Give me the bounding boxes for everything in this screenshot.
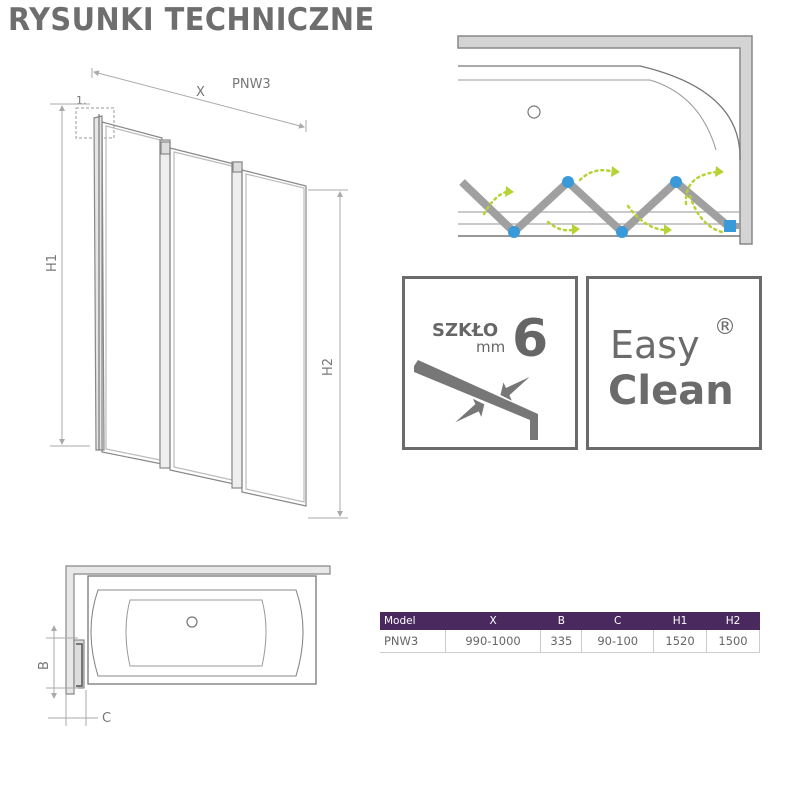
glass-word: SZKŁO — [432, 320, 498, 341]
cell-model: PNW3 — [380, 630, 446, 653]
cell-h2: 1500 — [706, 630, 760, 653]
col-header-c: C — [581, 612, 654, 630]
col-header-h2: H2 — [706, 612, 760, 630]
table-row: PNW3 990-1000 335 90-100 1520 1500 — [380, 630, 760, 653]
spec-table-header: Model X B C H1 H2 — [380, 612, 760, 630]
glass-value: 6 — [512, 309, 548, 369]
folded-panels — [459, 178, 731, 236]
cell-x: 990-1000 — [444, 630, 541, 653]
detail-label: 1. — [76, 94, 87, 107]
b-dimension-label: B — [37, 661, 52, 670]
cell-h1: 1520 — [653, 630, 707, 653]
col-header-h1: H1 — [653, 612, 707, 630]
glass-thickness-badge: SZKŁO mm 6 — [402, 276, 578, 450]
col-header-b: B — [540, 612, 582, 630]
c-dimension-label: C — [102, 711, 111, 726]
col-header-x: X — [445, 612, 541, 630]
registered-mark: ® — [714, 315, 736, 340]
model-label: PNW3 — [232, 77, 271, 92]
page-title: RYSUNKI TECHNICZNE — [8, 2, 375, 38]
top-drain-icon — [186, 616, 198, 628]
easy-text: Easy — [610, 323, 700, 367]
hinge-points — [508, 176, 736, 238]
cell-c: 90-100 — [581, 630, 654, 653]
h2-dimension-label: H2 — [321, 358, 336, 376]
clean-text: Clean — [608, 368, 734, 414]
folding-diagram — [457, 35, 753, 245]
h1-dimension-label: H1 — [45, 254, 60, 272]
x-dimension-line — [93, 70, 305, 129]
col-header-model: Model — [380, 612, 446, 630]
spec-table: Model X B C H1 H2 PNW3 990-1000 335 90-1… — [380, 612, 760, 653]
front-view-drawing: X PNW3 1. H1 H2 — [45, 68, 348, 519]
x-dimension-label: X — [196, 85, 205, 100]
cell-b: 335 — [540, 630, 582, 653]
top-view-drawing: B C — [37, 565, 331, 726]
glass-panel-3 — [241, 169, 307, 507]
glass-unit: mm — [476, 338, 505, 356]
glass-panel-2 — [169, 147, 235, 485]
drain-icon — [527, 105, 541, 119]
easy-clean-badge: Easy ® Clean — [586, 276, 762, 450]
glass-panel-1 — [101, 121, 163, 465]
